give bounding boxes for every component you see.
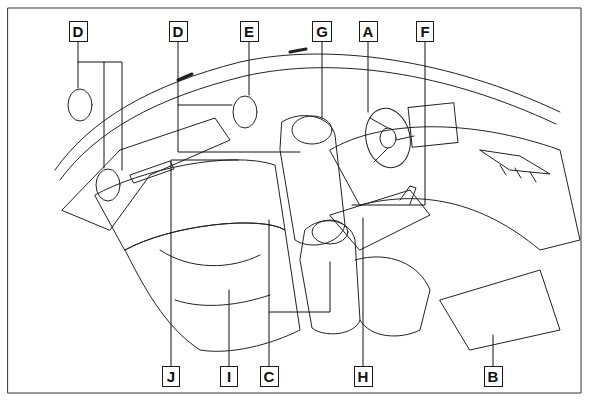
callout-box: J: [162, 366, 180, 387]
leader-line: [322, 40, 323, 118]
callout-letter: J: [167, 369, 175, 384]
leader-line: [229, 290, 230, 367]
display-screen: [408, 103, 458, 148]
rear-seatback: [95, 160, 285, 250]
callout-box: D: [169, 21, 188, 42]
seat-cushion: [355, 257, 430, 336]
callout-letter: B: [488, 369, 499, 384]
front-seat: [280, 116, 345, 245]
frame: [8, 8, 581, 393]
callout-box: C: [260, 366, 279, 387]
grab-handle: [178, 49, 306, 80]
leader-line: [363, 218, 364, 367]
callout-box: G: [312, 21, 332, 42]
leader-line: [352, 40, 425, 205]
callout-letter: D: [173, 24, 184, 39]
callout-box: A: [359, 21, 378, 42]
callout-box: D: [69, 21, 88, 42]
headrest: [68, 89, 92, 121]
callout-box: B: [484, 366, 503, 387]
callout-letter: A: [363, 24, 374, 39]
callout-letter: C: [264, 369, 275, 384]
steering-hub: [380, 128, 396, 148]
leader-line: [78, 40, 122, 170]
steering-spoke: [370, 118, 414, 162]
seat-seam: [160, 250, 270, 305]
callout-letter: F: [420, 24, 429, 39]
leader-line: [178, 40, 300, 152]
callout-letter: E: [244, 24, 254, 39]
headrest: [312, 220, 348, 244]
callout-letter: H: [358, 369, 369, 384]
headrest: [292, 116, 332, 144]
leader-line: [368, 40, 369, 112]
shift-lever: [400, 186, 416, 204]
headrest: [96, 169, 120, 201]
leader-line: [493, 335, 494, 367]
headrest: [233, 96, 257, 128]
leader-line: [171, 160, 238, 367]
roof-line: [60, 68, 556, 180]
callout-box: H: [354, 366, 373, 387]
floor-mat: [440, 270, 560, 350]
steering-wheel: [360, 104, 416, 172]
center-console: [330, 190, 430, 250]
callout-letter: D: [73, 24, 84, 39]
leader-line: [249, 40, 250, 95]
leader-lines: [78, 40, 493, 367]
air-vent: [480, 150, 550, 182]
callout-letter: I: [227, 369, 231, 384]
leader-line: [269, 220, 330, 367]
callout-box: F: [416, 21, 434, 42]
callout-box: I: [220, 366, 238, 387]
rear-seat-cushion: [125, 223, 300, 351]
callout-box: E: [240, 21, 259, 42]
callout-letter: G: [316, 24, 328, 39]
